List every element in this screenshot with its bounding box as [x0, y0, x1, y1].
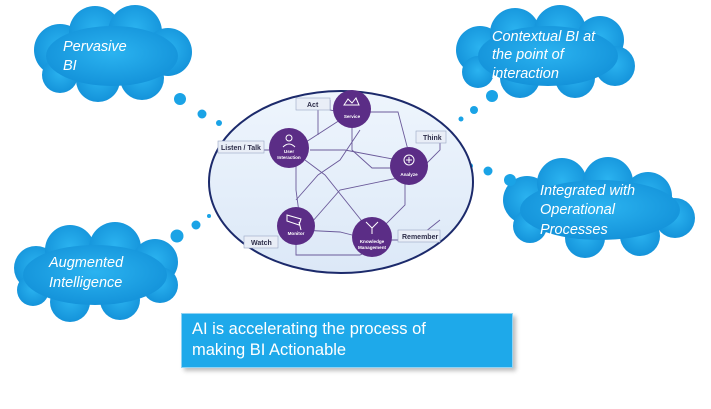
tag-watch: Watch [243, 235, 279, 249]
analyze-icon [403, 154, 415, 166]
caption-line: AI is accelerating the process of [192, 320, 426, 338]
ai-cycle-diagram: Act Think Listen / Talk Watch Remember S… [208, 90, 474, 274]
cloud-integrated-operational: Integrated with Operational Processes [467, 157, 695, 258]
cloud-label-line: the point of [492, 47, 566, 63]
tag-listen-talk: Listen / Talk [217, 140, 265, 154]
thought-bubble-dot [470, 106, 478, 114]
cloud-label-line: interaction [492, 66, 559, 82]
cloud-contextual-bi: Contextual BI at the point of interactio… [456, 5, 635, 122]
thought-bubble-dot [191, 220, 201, 230]
tag-act: Act [295, 97, 331, 111]
cloud-label-line: Intelligence [49, 275, 122, 291]
knowledge-icon [365, 221, 379, 234]
cloud-label-line: BI [63, 58, 77, 74]
thought-bubble-dot [174, 93, 186, 105]
tag-label: Act [307, 102, 319, 109]
cloud-label-line: Processes [540, 222, 608, 238]
node-label: Interaction [277, 155, 301, 160]
node-label: Management [358, 245, 387, 250]
tag-label: Listen / Talk [221, 145, 261, 152]
node-knowledge-management: Knowledge Management [352, 217, 392, 257]
node-label: Knowledge [360, 239, 385, 244]
thought-bubble-dot [486, 90, 498, 102]
cloud-pervasive-bi: Pervasive BI [34, 5, 222, 126]
node-analyze: Analyze [390, 147, 428, 185]
connector-lines [250, 100, 441, 256]
tag-label: Watch [251, 240, 272, 247]
tag-think: Think [415, 130, 447, 144]
user-icon [282, 134, 296, 148]
node-label: Monitor [288, 231, 305, 236]
caption-box: AI is accelerating the process of making… [181, 313, 513, 368]
node-label: User [284, 149, 294, 154]
thought-bubble-dot [197, 109, 207, 119]
tag-label: Remember [402, 234, 438, 241]
tag-remember: Remember [397, 229, 441, 243]
cloud-label-line: Augmented [48, 255, 124, 271]
thought-bubble-dot [207, 214, 211, 218]
node-user-interaction: User Interaction [269, 128, 309, 168]
factory-icon [343, 97, 360, 106]
cloud-augmented-intelligence: Augmented Intelligence [14, 214, 211, 322]
node-monitor: Monitor [277, 207, 315, 245]
thought-bubble-dot [170, 229, 184, 243]
cloud-label-line: Contextual BI at [492, 29, 596, 45]
caption-line: making BI Actionable [192, 341, 347, 359]
cloud-label-line: Operational [540, 202, 616, 218]
camera-icon [286, 214, 302, 231]
node-label: Service [344, 114, 361, 119]
cloud-label-line: Pervasive [63, 39, 127, 55]
thought-bubble-dot [216, 120, 222, 126]
cloud-label-line: Integrated with [540, 183, 635, 199]
thought-bubble-dot [458, 116, 464, 122]
tag-label: Think [423, 135, 442, 142]
node-service: Service [333, 90, 371, 128]
node-label: Analyze [400, 172, 418, 177]
thought-bubble-dot [504, 174, 516, 186]
thought-bubble-dot [483, 166, 493, 176]
